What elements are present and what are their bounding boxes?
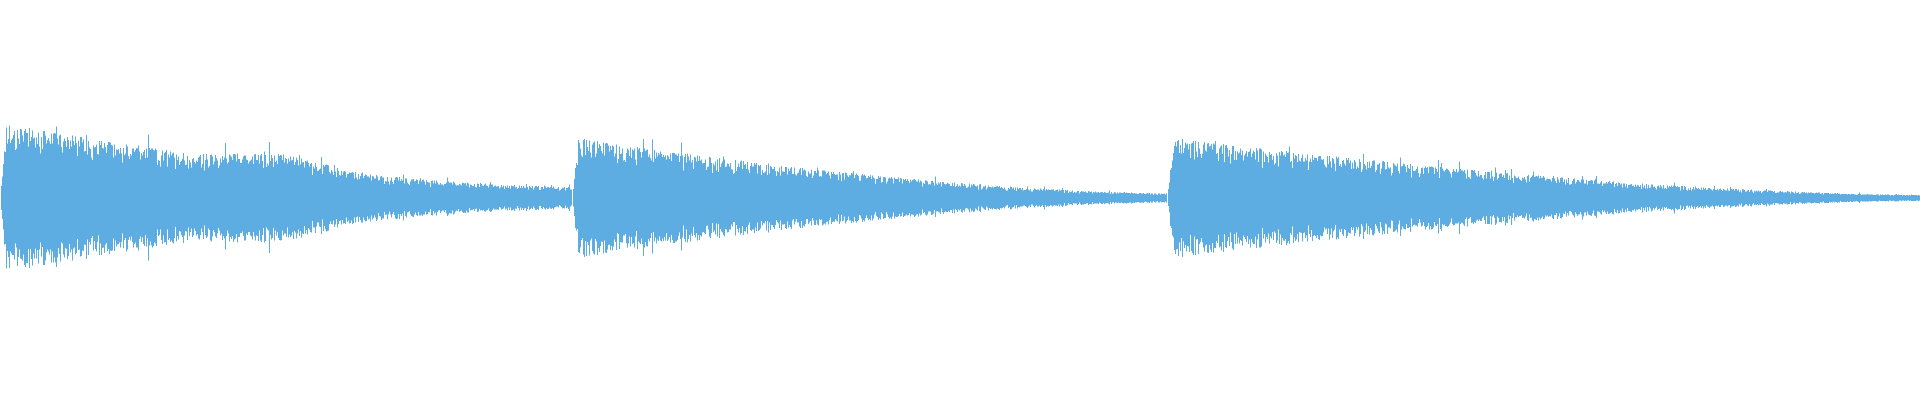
- waveform-segment-note-1: [1, 125, 572, 269]
- waveform-segment-note-2: [573, 138, 1167, 257]
- waveform-segment-note-3: [1168, 139, 1920, 257]
- waveform-signal: [1, 125, 1920, 269]
